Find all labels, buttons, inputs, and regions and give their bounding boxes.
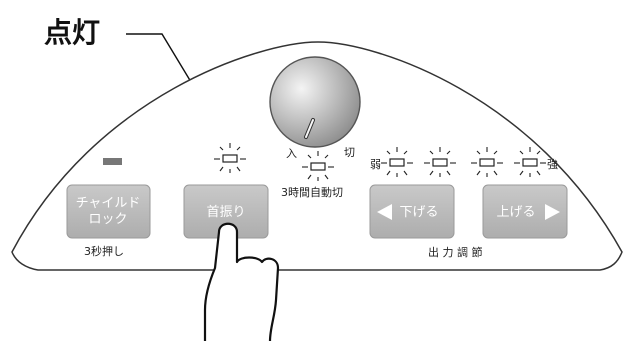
- child-lock-button[interactable]: チャイルド ロック: [66, 184, 151, 239]
- output-section-label: 出 力 調 節: [428, 245, 483, 259]
- finger-pointer-icon: [203, 222, 280, 341]
- svg-text:ロック: ロック: [88, 212, 127, 227]
- svg-text:首振り: 首振り: [206, 205, 245, 220]
- svg-text:チャイルド: チャイルド: [76, 196, 141, 211]
- child-lock-sub-label: 3秒押し: [84, 244, 124, 258]
- dial-on-label: 入: [286, 147, 297, 160]
- level-weak-label: 弱: [370, 158, 381, 171]
- control-panel-outline: [11, 41, 623, 271]
- level-strong-label: 強: [547, 158, 558, 171]
- triangle-right-icon: [545, 204, 560, 220]
- child-lock-indicator: [103, 158, 122, 165]
- callout-label: 点灯: [44, 16, 100, 49]
- timer-dial[interactable]: [269, 56, 361, 148]
- triangle-left-icon: [377, 204, 392, 220]
- dial-off-label: 切: [344, 146, 355, 159]
- output-down-button[interactable]: 下げる: [369, 184, 455, 239]
- swing-button[interactable]: 首振り: [183, 184, 269, 239]
- svg-text:上げる: 上げる: [496, 205, 535, 220]
- auto-off-caption: 3時間自動切: [281, 185, 343, 199]
- output-up-button[interactable]: 上げる: [482, 184, 568, 239]
- svg-text:下げる: 下げる: [399, 205, 438, 220]
